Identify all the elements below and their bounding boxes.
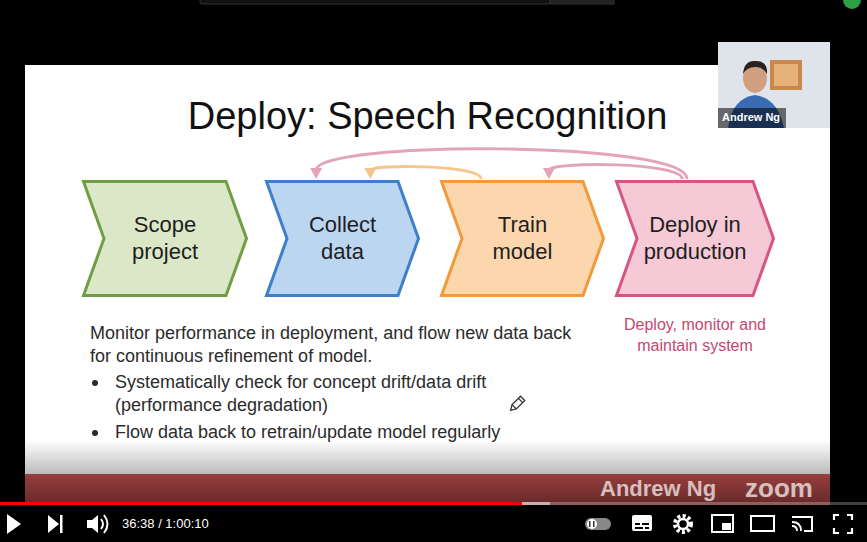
bullet-text: Flow data back to retrain/update model r… bbox=[115, 421, 585, 444]
feedback-arrow bbox=[364, 166, 481, 179]
body-text: Monitor performance in deployment, and f… bbox=[90, 322, 595, 367]
zoom-watermark: zoom bbox=[745, 472, 813, 505]
step-label: Collect data bbox=[293, 212, 392, 265]
step-caption: Deploy, monitor and maintain system bbox=[615, 315, 775, 357]
feedback-arrow bbox=[310, 149, 687, 179]
video-time: 36:38 / 1:00:10 bbox=[122, 516, 209, 532]
bullet-text: Systematically check for concept drift/d… bbox=[115, 371, 565, 416]
process-chevron: Collect data bbox=[265, 180, 420, 297]
feedback-arrow bbox=[543, 165, 682, 179]
process-chevron: Train model bbox=[440, 180, 605, 297]
step-label: Scope project bbox=[110, 212, 220, 265]
slide-title: Deploy: Speech Recognition bbox=[25, 95, 830, 138]
process-chevron: Scope project bbox=[82, 180, 248, 297]
step-label: Deploy in production bbox=[643, 212, 747, 265]
watermark: Andrew Ng bbox=[600, 475, 716, 503]
process-chevron: Deploy in productionDeploy, monitor and … bbox=[615, 180, 775, 297]
webcam-name-tag: Andrew Ng bbox=[722, 111, 780, 125]
step-label: Train model bbox=[468, 212, 577, 265]
